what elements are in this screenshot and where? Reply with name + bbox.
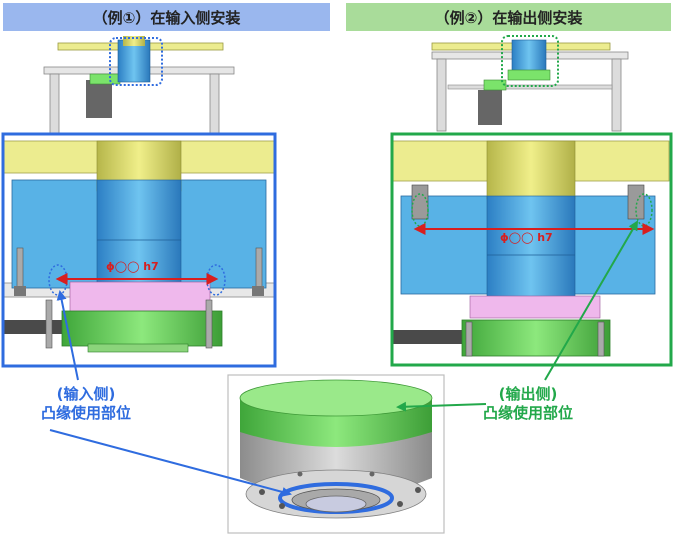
pointer-arrow-left-photo	[49, 429, 292, 497]
callout-input-side: (输入侧) 凸缘使用部位	[36, 385, 136, 423]
header-example-2-text: （例②）在输出侧安装	[434, 8, 583, 27]
dimension-label-right: ϕ◯◯ h7	[500, 231, 553, 244]
callout-output-side-title: (输出侧)	[498, 385, 558, 403]
header-example-1-text: （例①）在输入侧安装	[92, 8, 241, 27]
detail-left	[1, 132, 277, 368]
overview-left	[43, 36, 235, 135]
detail-right	[390, 132, 673, 367]
callout-input-side-desc: 凸缘使用部位	[40, 404, 131, 422]
flange-photo	[227, 374, 445, 534]
pointer-arrow-right-photo	[396, 401, 487, 412]
overview-right	[431, 35, 629, 132]
pointer-arrow-left-detail	[56, 290, 79, 381]
header-example-2: （例②）在输出侧安装	[346, 3, 671, 31]
dimension-label-left: ϕ◯◯ h7	[106, 260, 159, 273]
header-example-1: （例①）在输入侧安装	[3, 3, 330, 31]
pointer-arrow-right-detail	[544, 220, 639, 381]
callout-input-side-title: (输入侧)	[56, 385, 116, 403]
callout-output-side: (输出侧) 凸缘使用部位	[478, 385, 578, 423]
callout-output-side-desc: 凸缘使用部位	[482, 404, 573, 422]
